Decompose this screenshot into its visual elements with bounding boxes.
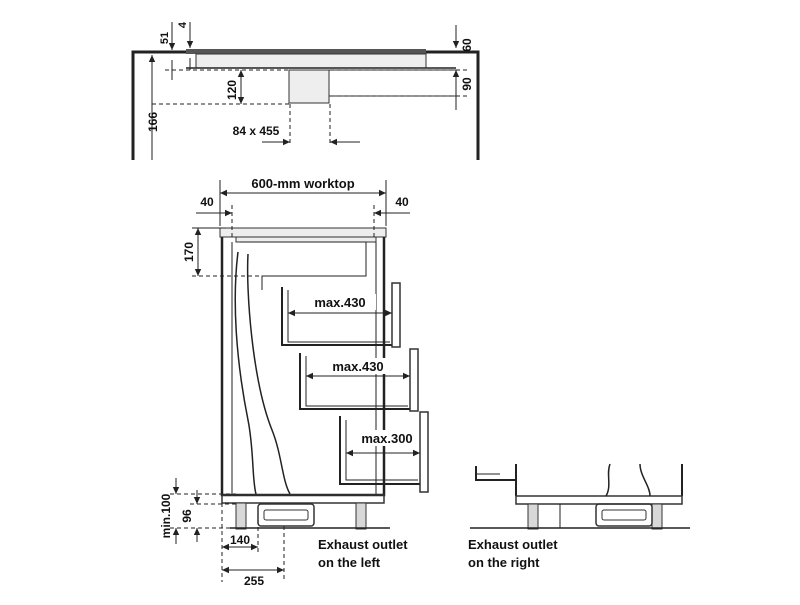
drawer-1-label: max.430	[314, 295, 365, 310]
foot-left	[235, 502, 247, 530]
dim-96: 96	[180, 509, 194, 523]
right-view-plinth	[515, 495, 683, 505]
caption-left-line1: Exhaust outlet	[318, 537, 408, 552]
dim-90: 90	[460, 77, 474, 91]
dim-51: 51	[159, 32, 171, 44]
cabinet-right-wall	[426, 50, 480, 160]
top-section-view: 51 4 166 120 60 90 84 x 455	[131, 21, 480, 160]
drawer-2	[299, 353, 410, 410]
dim-4: 4	[177, 21, 189, 28]
dim-140: 140	[230, 533, 250, 547]
dim-166: 166	[146, 112, 160, 132]
hob-body	[195, 53, 427, 69]
worktop	[219, 227, 387, 238]
right-view-foot-right	[651, 503, 663, 530]
exhaust-outlet-left	[257, 503, 315, 527]
dim-60: 60	[460, 38, 474, 52]
drawer-2-front	[409, 348, 419, 412]
dim-min100: min.100	[159, 493, 173, 538]
dim-40-right: 40	[395, 195, 409, 209]
plinth	[221, 494, 385, 504]
cabinet-left-wall	[131, 50, 186, 160]
duct-box	[328, 69, 457, 97]
drawer-3-front	[419, 411, 429, 493]
caption-right-line2: on the right	[468, 555, 540, 570]
exhaust-outlet-right	[595, 503, 653, 527]
duct-right-edge	[246, 253, 291, 495]
drawer-1-front	[391, 282, 401, 348]
dim-255: 255	[244, 574, 264, 588]
drawer-3-label: max.300	[361, 431, 412, 446]
hob-glass	[186, 49, 426, 54]
side-view-left-outlet: max.430 max.430 max.300 600-mm worktop 4…	[159, 176, 429, 588]
fan-unit	[288, 69, 330, 104]
right-view-foot-left	[527, 503, 539, 530]
worktop-width-label: 600-mm worktop	[251, 176, 354, 191]
drawer-2-label: max.430	[332, 359, 383, 374]
duct-left-edge	[234, 251, 257, 495]
dim-120: 120	[225, 80, 239, 100]
right-view-drawer-rail	[475, 466, 517, 494]
drawer-3	[339, 416, 420, 485]
dim-84x455: 84 x 455	[233, 124, 280, 138]
drawer-1	[281, 287, 392, 346]
foot-right	[355, 502, 367, 530]
caption-right-line1: Exhaust outlet	[468, 537, 558, 552]
caption-left-line2: on the left	[318, 555, 381, 570]
side-view-right-outlet: Exhaust outlet on the right	[468, 463, 690, 570]
dim-40-left: 40	[200, 195, 214, 209]
hob-unit	[235, 236, 377, 243]
dim-170: 170	[182, 242, 196, 262]
